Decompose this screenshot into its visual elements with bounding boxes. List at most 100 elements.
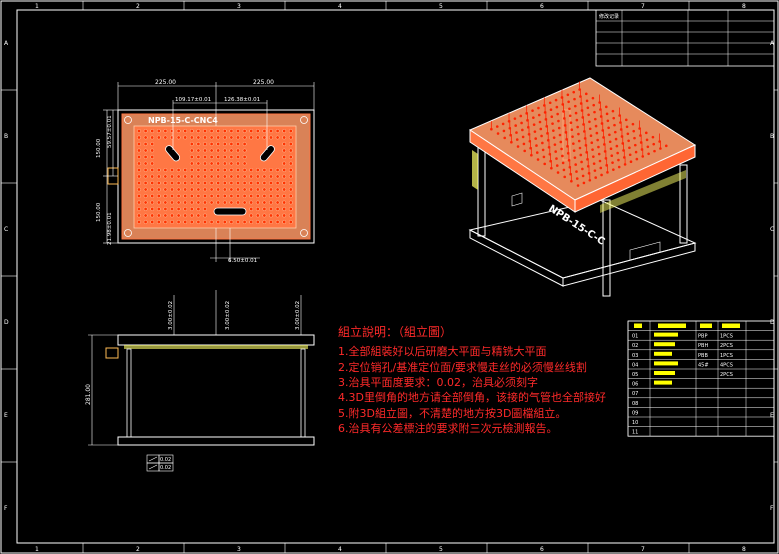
pin-hole xyxy=(262,207,267,211)
iso-pin-hole xyxy=(537,113,541,117)
pin-hole xyxy=(189,220,194,224)
pin-hole xyxy=(282,161,287,166)
pin-hole xyxy=(242,129,247,133)
pin-hole xyxy=(150,181,155,185)
pin-hole xyxy=(229,220,234,224)
pin-hole xyxy=(183,187,188,192)
pin-hole xyxy=(262,213,267,218)
pin-hole xyxy=(137,200,141,205)
pin-hole xyxy=(150,148,155,153)
pin-hole xyxy=(275,129,280,133)
iso-pin-hole xyxy=(600,173,603,177)
pin-hole xyxy=(170,213,174,218)
iso-pin-hole xyxy=(634,150,638,154)
pin-hole xyxy=(203,220,207,224)
pin-hole xyxy=(229,129,234,133)
pin-hole xyxy=(156,168,161,172)
top-view-dimensions xyxy=(103,82,315,262)
bom-highlight-bar xyxy=(654,380,672,385)
iso-pin-hole xyxy=(617,158,620,162)
dim-bottom-slot: 6.50±0.01 xyxy=(228,258,257,264)
pin-hole xyxy=(209,148,214,153)
pin-hole xyxy=(262,181,267,185)
iso-pin-hole xyxy=(594,176,597,179)
zone-row-label: A xyxy=(770,40,775,47)
iso-pin-hole xyxy=(611,161,614,164)
pin-hole xyxy=(156,220,161,224)
bom-item-number: 10 xyxy=(632,420,638,426)
iso-pin-hole xyxy=(604,105,608,109)
pin-hole xyxy=(288,207,293,211)
pin-hole xyxy=(262,220,267,224)
pin-hole xyxy=(137,187,141,192)
iso-pin-hole xyxy=(539,127,543,131)
pin-hole xyxy=(275,213,280,218)
iso-pin-hole xyxy=(613,130,617,134)
bottom-slot xyxy=(213,207,247,216)
iso-pin-hole xyxy=(559,140,563,144)
iso-pin-hole xyxy=(549,108,553,112)
pin-hole xyxy=(216,148,221,153)
iso-pin-hole xyxy=(589,134,593,138)
pin-hole xyxy=(189,200,194,205)
iso-pin-hole xyxy=(542,155,546,159)
corner-hole xyxy=(124,116,132,124)
dim-left-upper-b: 150.00 xyxy=(96,138,102,158)
pin-hole xyxy=(196,129,201,133)
pin-hole xyxy=(236,168,240,172)
iso-pin-hole xyxy=(561,161,565,165)
pin-hole xyxy=(209,194,214,198)
iso-pin-hole xyxy=(568,114,572,118)
pin-hole xyxy=(275,207,280,211)
pin-hole xyxy=(170,207,174,211)
iso-pin-hole xyxy=(571,135,574,138)
iso-pin-hole xyxy=(575,177,579,180)
iso-pin-hole xyxy=(552,136,556,139)
pin-hole xyxy=(282,168,287,172)
side-air-fitting xyxy=(105,347,119,359)
zone-row-label: D xyxy=(770,319,775,326)
iso-pin-hole xyxy=(617,165,621,169)
iso-base-top xyxy=(468,199,697,279)
pin-hole xyxy=(255,168,260,172)
pin-hole xyxy=(222,187,227,192)
pin-hole xyxy=(282,142,287,146)
iso-base-detail xyxy=(629,241,661,261)
pin-hole xyxy=(242,187,247,192)
pin-hole xyxy=(176,187,181,192)
pin-hole xyxy=(282,213,287,218)
pin-hole xyxy=(143,168,148,172)
corner-hole xyxy=(300,116,308,124)
iso-pin-hole xyxy=(608,140,612,144)
pin-hole xyxy=(229,168,234,172)
bom-item-number: 08 xyxy=(632,401,638,407)
pin-hole xyxy=(143,220,148,224)
iso-pin-hole xyxy=(515,138,519,141)
pin-hole xyxy=(282,194,287,198)
iso-pin-hole xyxy=(566,93,570,97)
iso-pin-hole xyxy=(613,123,616,127)
side-hole-band xyxy=(124,345,308,349)
bom-item-number: 07 xyxy=(632,391,638,397)
pin-hole xyxy=(176,213,181,218)
iso-pin-hole xyxy=(496,132,500,135)
iso-pin-hole xyxy=(554,150,557,153)
pin-hole xyxy=(288,161,293,166)
iso-pin-hole xyxy=(560,147,563,151)
iso-pin-hole xyxy=(585,99,589,103)
iso-pin-hole xyxy=(554,98,558,102)
pin-hole xyxy=(189,187,194,192)
pin-hole xyxy=(203,174,207,179)
iso-pin-hole xyxy=(577,132,580,136)
iso-pin-hole xyxy=(514,124,517,127)
pin-hole xyxy=(269,200,273,205)
pin-hole xyxy=(150,135,155,140)
zone-col-label: 1 xyxy=(35,546,39,553)
note-line: 5.附3D組立圖，不清楚的地方按3D圖檔組立。 xyxy=(338,407,567,420)
iso-pin-hole xyxy=(628,153,632,157)
bom-item-number: 11 xyxy=(632,430,638,436)
pin-hole xyxy=(137,161,141,166)
side-pillar xyxy=(126,348,132,438)
dim-top-left: 225.00 xyxy=(155,79,176,86)
zone-col-label: 6 xyxy=(540,546,544,553)
